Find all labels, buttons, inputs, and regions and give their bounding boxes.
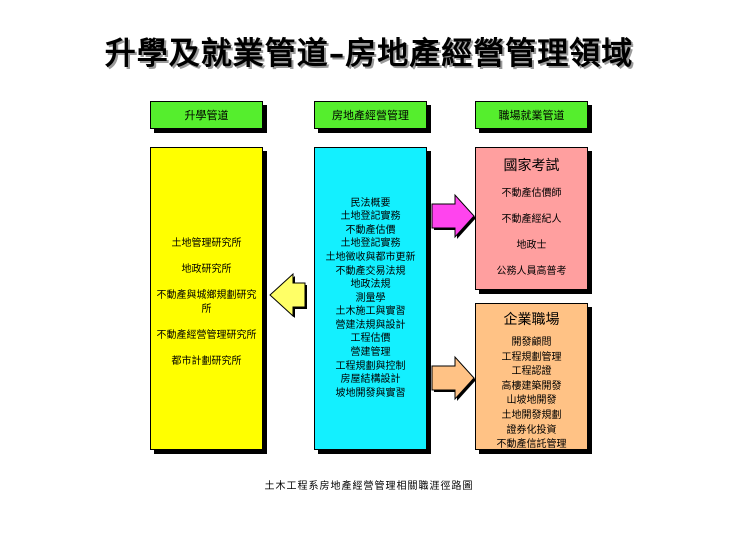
arrow-right-icon bbox=[431, 355, 476, 401]
header-career-paths-label: 職場就業管道 bbox=[498, 109, 565, 122]
graduate-school-item: 不動產與城鄉規劃研究所 bbox=[156, 289, 257, 315]
course-item: 土木施工與實習 bbox=[335, 306, 406, 318]
national-exam-heading: 國家考試 bbox=[503, 158, 560, 174]
enterprise-career-item: 高樓建築開發 bbox=[501, 380, 562, 392]
national-exam-item: 公務人員高普考 bbox=[496, 266, 567, 277]
enterprise-career-item: 山坡地開發 bbox=[506, 395, 557, 407]
course-item: 測量學 bbox=[355, 292, 386, 304]
graduate-school-item: 不動產經營管理研究所 bbox=[156, 329, 257, 341]
national-exam-item: 不動產估價師 bbox=[501, 188, 562, 199]
national-exam-item: 地政士 bbox=[516, 240, 547, 251]
course-item: 營建法規與設計 bbox=[335, 319, 406, 331]
course-item: 土地登記實務 bbox=[340, 211, 401, 223]
national-exam-item: 不動產經紀人 bbox=[501, 214, 562, 225]
course-item: 工程估價 bbox=[350, 333, 391, 345]
course-list-box: 民法概要 土地登記實務 不動產估價 土地登記實務 土地徵收與都市更新 不動產交易… bbox=[314, 147, 427, 450]
arrow-right-enterprise-shape bbox=[431, 355, 475, 401]
course-item: 房屋結構設計 bbox=[340, 374, 401, 386]
enterprise-career-item: 工程規劃管理 bbox=[501, 351, 562, 363]
graduate-school-item: 地政研究所 bbox=[181, 263, 232, 275]
arrow-left-icon bbox=[269, 272, 307, 318]
enterprise-career-item: 工程認證 bbox=[511, 366, 552, 378]
course-item: 不動產交易法規 bbox=[335, 265, 406, 277]
course-item: 坡地開發與實習 bbox=[335, 387, 406, 399]
graduate-school-box: 土地管理研究所 地政研究所 不動產與城鄉規劃研究所 不動產經營管理研究所 都市計… bbox=[150, 147, 263, 450]
enterprise-career-item: 不動產信託管理 bbox=[496, 439, 567, 451]
page-title: 升學及就業管道–房地產經營管理領域 bbox=[104, 36, 634, 72]
header-real-estate-management: 房地產經營管理 bbox=[314, 101, 427, 129]
course-item: 不動產估價 bbox=[345, 224, 396, 236]
header-real-estate-management-label: 房地產經營管理 bbox=[332, 109, 409, 122]
arrow-left-shape bbox=[269, 272, 306, 318]
course-item: 地政法規 bbox=[350, 279, 391, 291]
header-career-paths: 職場就業管道 bbox=[475, 101, 588, 129]
enterprise-career-box: 企業職場 開發顧問 工程規劃管理 工程認證 高樓建築開發 山坡地開發 土地開發規… bbox=[475, 303, 588, 450]
graduate-school-item: 土地管理研究所 bbox=[171, 237, 242, 249]
course-item: 土地徵收與都市更新 bbox=[325, 251, 416, 263]
enterprise-career-item: 開發顧問 bbox=[511, 337, 552, 348]
course-item: 土地登記實務 bbox=[340, 238, 401, 250]
header-further-study: 升學管道 bbox=[150, 101, 263, 129]
header-further-study-label: 升學管道 bbox=[184, 109, 229, 122]
national-exam-box: 國家考試 不動產估價師 不動產經紀人 地政士 公務人員高普考 bbox=[475, 147, 588, 290]
course-item: 工程規劃與控制 bbox=[335, 360, 406, 372]
diagram-caption: 土木工程系房地產經營管理相關職涯徑路圖 bbox=[264, 481, 474, 492]
graduate-school-item: 都市計劃研究所 bbox=[171, 355, 242, 367]
enterprise-career-heading: 企業職場 bbox=[503, 312, 560, 328]
enterprise-career-item: 證券化投資 bbox=[506, 424, 557, 436]
course-item: 民法概要 bbox=[350, 197, 391, 209]
course-item: 營建管理 bbox=[350, 347, 391, 359]
arrow-right-icon bbox=[431, 193, 476, 239]
enterprise-career-item: 土地開發規劃 bbox=[501, 409, 562, 421]
arrow-right-national-exam-shape bbox=[431, 193, 475, 239]
